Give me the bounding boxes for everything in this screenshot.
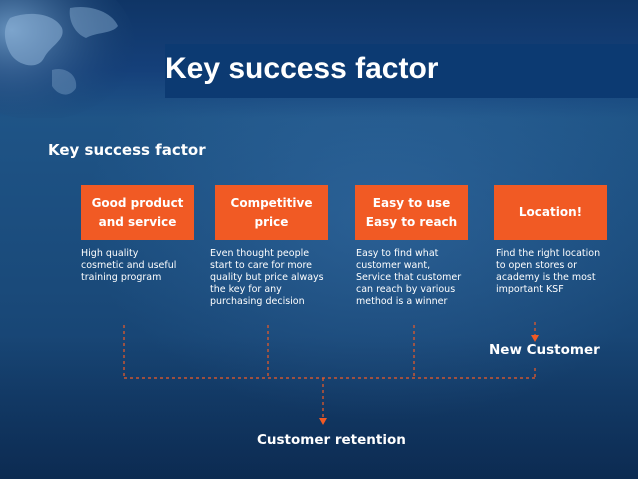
factor-box-ease: Easy to use Easy to reach <box>355 185 468 240</box>
new-customer-label: New Customer <box>489 342 600 358</box>
globe-map-graphic <box>0 0 135 118</box>
factor-box-location: Location! <box>494 185 607 240</box>
slide-title: Key success factor <box>165 52 439 85</box>
arrow-retention-icon <box>319 418 327 425</box>
arrow-new-customer-icon <box>531 335 539 342</box>
factor-desc-location: Find the right location to open stores o… <box>496 248 601 295</box>
section-subtitle: Key success factor <box>48 141 206 159</box>
title-bar <box>165 44 638 98</box>
customer-retention-label: Customer retention <box>257 432 406 448</box>
factor-desc-ease: Easy to find what customer want, Service… <box>356 248 462 307</box>
factor-box-product: Good product and service <box>81 185 194 240</box>
factor-box-price: Competitive price <box>215 185 328 240</box>
factor-desc-product: High quality cosmetic and useful trainin… <box>81 248 177 283</box>
factor-desc-price: Even thought people start to care for mo… <box>210 248 324 307</box>
